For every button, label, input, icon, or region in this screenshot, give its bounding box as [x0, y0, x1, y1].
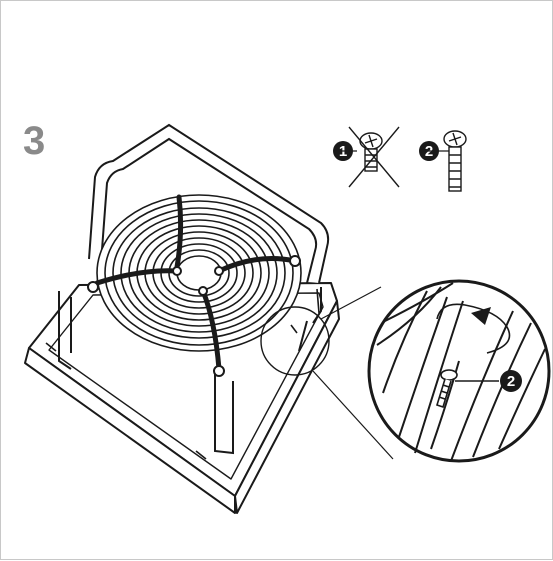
- heating-coil: [96, 194, 302, 352]
- coil-bolts: [87, 255, 301, 377]
- right-screw-legend: 2: [419, 130, 467, 192]
- cross-line-icon: [348, 126, 400, 188]
- zoom-connector: [312, 286, 394, 460]
- coil-spokes: [94, 194, 298, 372]
- detail-screw: [436, 369, 458, 409]
- zoom-source: [260, 288, 330, 376]
- wrong-screw-legend: 1: [333, 126, 400, 188]
- detail-callout-marker: [500, 370, 522, 392]
- detail-callout-number: 2: [507, 373, 515, 390]
- detail-view: 2: [367, 279, 551, 463]
- step-number: 3: [23, 119, 46, 163]
- long-screw-icon: [443, 130, 467, 192]
